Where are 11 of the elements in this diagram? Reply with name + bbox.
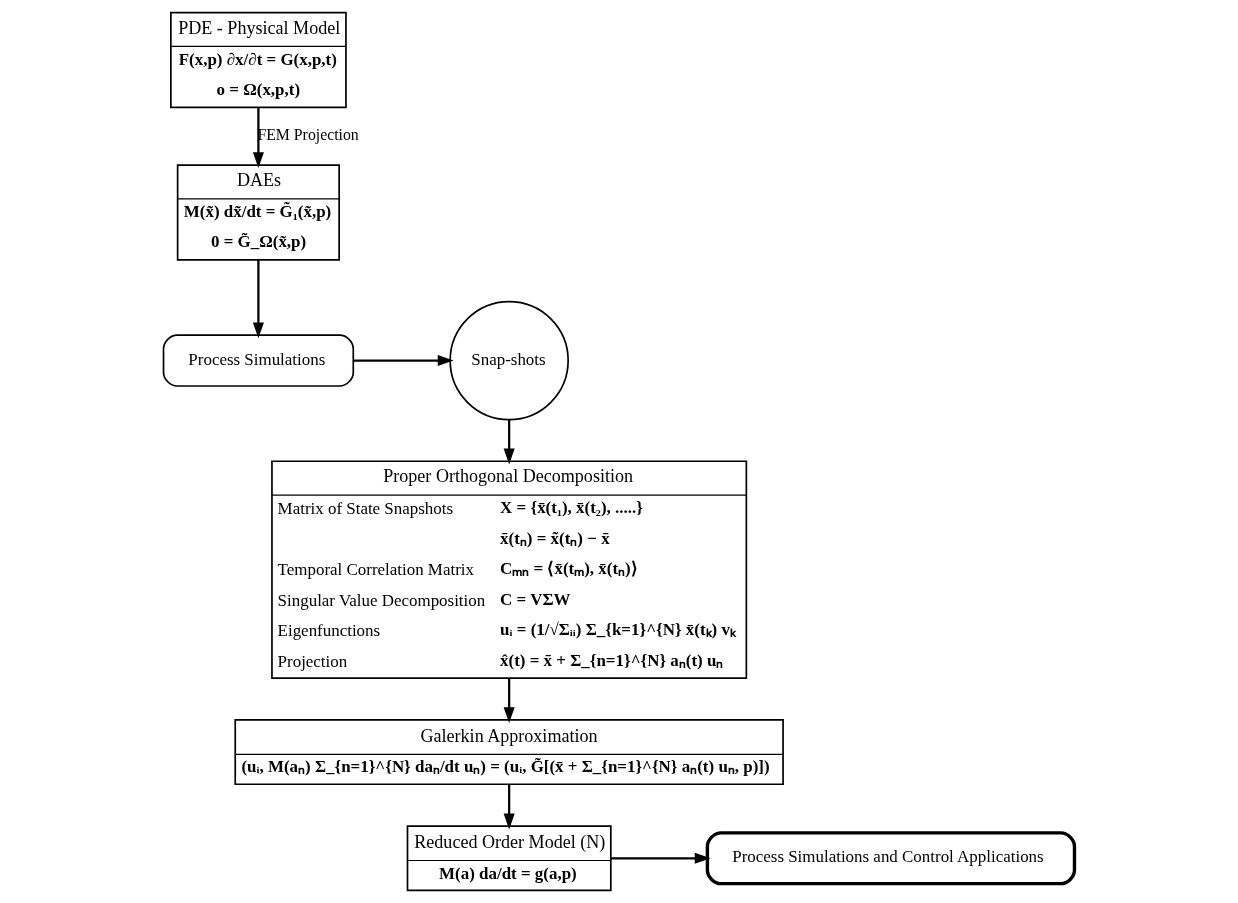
edge-label: FEM Projection [257, 126, 359, 144]
arrow [610, 852, 711, 864]
arrow [353, 355, 454, 367]
arrow [252, 260, 264, 339]
node-box: Process Simulations [162, 334, 355, 387]
node-box: Process Simulations and Control Applications [705, 831, 1077, 886]
arrow [503, 784, 515, 830]
arrow [252, 107, 264, 169]
arrow [503, 678, 515, 724]
arrow [503, 419, 515, 465]
node-circle: Snap-shots [449, 300, 569, 421]
